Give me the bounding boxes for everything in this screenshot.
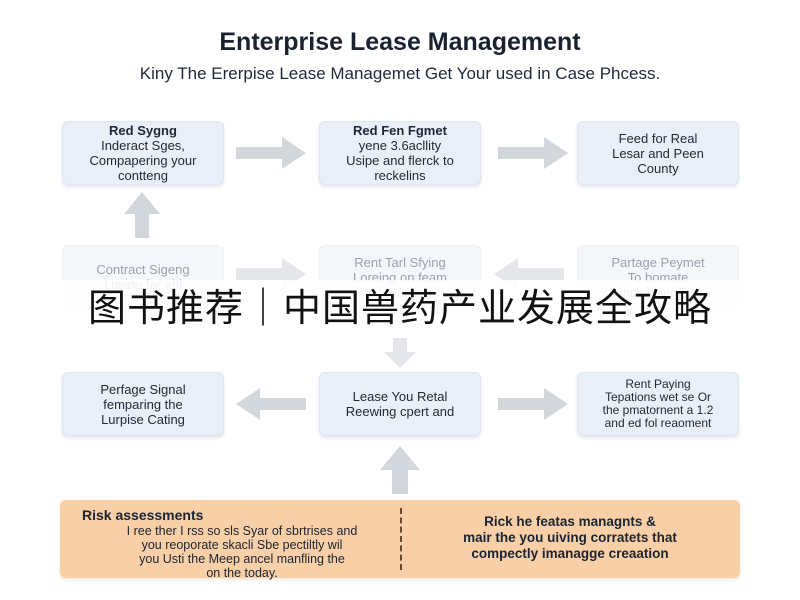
flow-box-body: Perfage Signal femparing the Lurpise Cat… (100, 381, 186, 427)
flow-box-head: Red Sygng (109, 123, 177, 138)
flow-box-r1-c3: Feed for Real Lesar and Peen County (577, 121, 739, 185)
risk-divider (400, 508, 402, 570)
overlay-title: 图书推荐｜中国兽药产业发展全攻略 (87, 286, 712, 330)
arrow-left-r3-a (236, 388, 306, 420)
risk-left: Risk assessments I ree ther I rss so sls… (82, 508, 402, 580)
diagram-subtitle: Kiny The Ererpise Lease Managemet Get Yo… (139, 64, 661, 83)
risk-right-body: Rick he featas managnts & mair the you u… (463, 514, 677, 561)
flow-box-body: Rent Paying Tepations wet se Or the pmat… (602, 377, 714, 430)
risk-left-body: I ree ther I rss so sls Syar of sbrtrise… (126, 524, 358, 580)
flow-box-body: Lease You Retal Reewing cpert and (345, 389, 455, 419)
risk-title: Risk assessments (82, 507, 204, 523)
flow-box-r3-c1: Perfage Signal femparing the Lurpise Cat… (62, 372, 224, 436)
arrow-right-r3 (498, 388, 568, 420)
flow-box-r3-c3: Rent Paying Tepations wet se Or the pmat… (577, 372, 739, 436)
arrow-right-r1-a (236, 137, 306, 169)
arrow-up-center (380, 446, 420, 494)
arrow-down-center (384, 338, 416, 368)
risk-panel: Risk assessments I ree ther I rss so sls… (60, 500, 740, 580)
arrow-right-r1-b (498, 137, 568, 169)
flow-box-body: Inderact Sges, Compapering your contteng (89, 138, 197, 183)
arrow-up-left (124, 192, 160, 238)
overlay-band (0, 280, 800, 336)
flow-box-body: yene 3.6acllity Usipe and flerck to reck… (346, 138, 454, 183)
flow-box-r3-c2: Lease You Retal Reewing cpert and (319, 372, 481, 436)
flow-box-body: Feed for Real Lesar and Peen County (612, 130, 704, 176)
diagram-title: Enterprise Lease Management (219, 28, 581, 56)
flow-box-head: Red Fen Fgmet (353, 123, 447, 138)
